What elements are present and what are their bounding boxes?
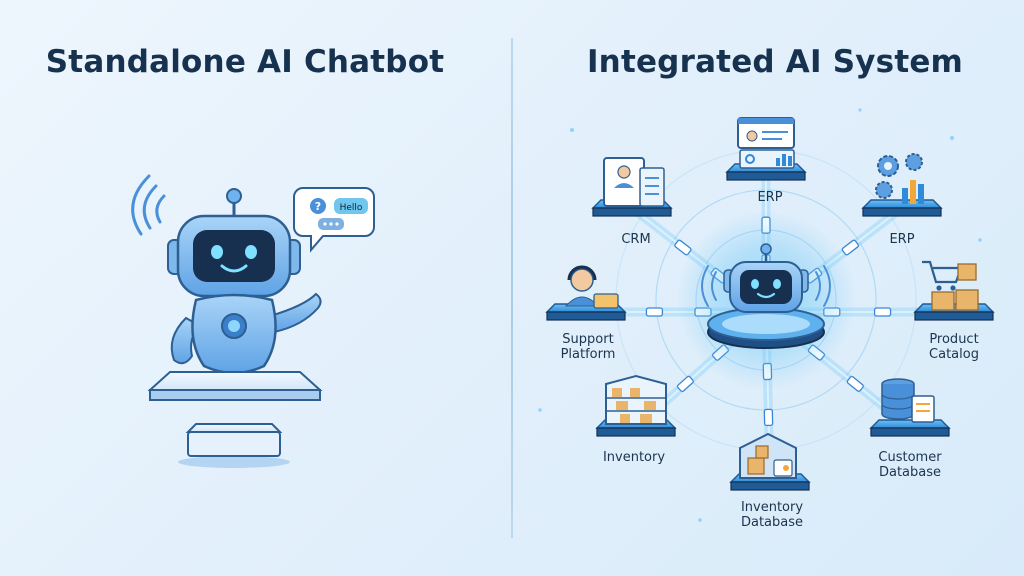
data-packet-icon	[873, 307, 892, 317]
tile-side-crm	[592, 207, 672, 217]
left-title: Standalone AI Chatbot	[45, 44, 445, 80]
tile-side-product	[914, 311, 994, 321]
right-title: Integrated AI System	[586, 44, 964, 80]
gears-chart-icon	[875, 153, 924, 204]
headset-agent-icon	[564, 265, 619, 309]
node-label-erp-top: ERP	[757, 190, 782, 205]
tile-side-inv-db	[730, 481, 810, 491]
cart-boxes-icon	[922, 260, 979, 311]
data-packet-icon	[846, 375, 864, 392]
tile-side-support	[546, 311, 626, 321]
node-label-line: Database	[878, 465, 942, 480]
speech-bubble: ? Hello	[293, 187, 375, 253]
node-label-line: CRM	[621, 232, 651, 247]
tile-side-cust-db	[870, 427, 950, 437]
node-label-line: Inventory	[740, 500, 804, 515]
tile-top-cust-db	[869, 419, 951, 429]
node-label-line: Product	[929, 332, 979, 347]
bubble-hello-text: Hello	[340, 203, 363, 213]
node-label-line: Inventory	[602, 450, 666, 465]
base-box	[178, 423, 290, 468]
data-packet-icon	[674, 239, 692, 256]
svg-text:?: ?	[315, 200, 321, 213]
standalone-bot-group	[131, 174, 322, 375]
shelves-icon	[605, 374, 667, 425]
signal-waves-icon	[131, 174, 166, 236]
tile-side-inventory	[596, 427, 676, 437]
node-label-line: Support	[562, 332, 614, 347]
id-card-icon	[603, 157, 665, 207]
database-icon	[881, 378, 935, 423]
dashboard-icon	[737, 117, 795, 169]
data-packet-icon	[676, 375, 694, 393]
warehouse-icon	[739, 432, 797, 479]
hub-bot	[701, 243, 831, 349]
node-label-inventory: Inventory	[603, 450, 665, 465]
question-icon	[310, 198, 326, 214]
node-label-line: ERP	[757, 190, 783, 205]
sparkles	[538, 108, 982, 522]
section-divider	[511, 38, 513, 538]
node-label-line: Platform	[560, 347, 616, 362]
data-packet-icon	[841, 239, 859, 256]
node-label-line: Catalog	[929, 347, 979, 362]
hub-signal-icon	[701, 265, 831, 307]
node-label-erp-right: ERP	[889, 232, 914, 247]
node-label-line: ERP	[889, 232, 915, 247]
node-label-line: Customer	[878, 450, 942, 465]
node-label-line: Database	[740, 515, 804, 530]
bot-platform	[147, 371, 323, 401]
data-packet-icon	[645, 307, 664, 317]
node-label-crm: CRM	[621, 232, 650, 247]
tile-side-erp-right	[862, 207, 942, 217]
data-packet-icon	[763, 408, 774, 427]
tile-side-erp-top	[726, 171, 806, 181]
